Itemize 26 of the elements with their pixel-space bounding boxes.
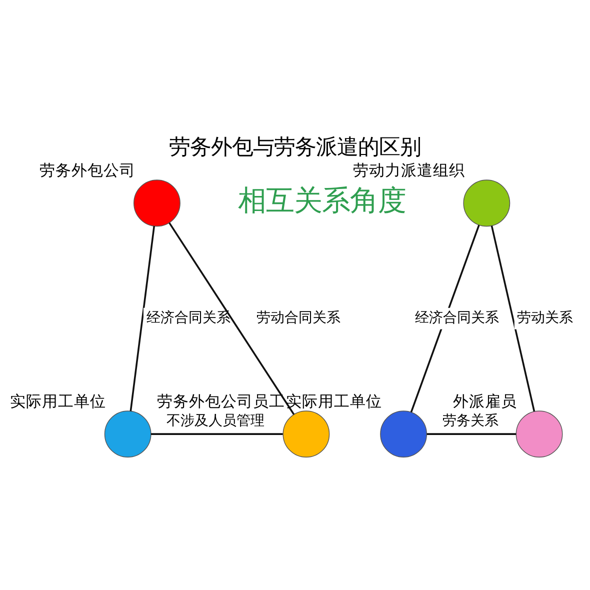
node-circle <box>516 410 563 458</box>
node-circle <box>463 179 510 226</box>
edge-label: 劳务关系 <box>442 412 498 428</box>
node-circle <box>134 179 180 226</box>
node-label: 实际用工单位 <box>10 390 106 410</box>
connector <box>150 432 283 434</box>
node-label: 劳务外包公司 <box>39 160 136 179</box>
node-label: 劳动力派遣组织 <box>353 160 466 179</box>
node-label: 实际用工单位 <box>286 390 382 410</box>
edge-label: 劳动关系 <box>517 310 574 326</box>
edge-label: 不涉及人员管理 <box>166 412 265 428</box>
edge-label: 经济合同关系 <box>146 310 230 326</box>
node-circle <box>380 410 427 458</box>
connector <box>410 224 480 412</box>
node-circle <box>104 410 152 458</box>
node-circle <box>282 410 330 458</box>
edge-label: 劳动合同关系 <box>256 310 340 326</box>
connector <box>168 222 295 414</box>
connector <box>490 225 536 412</box>
connector <box>130 225 156 411</box>
edge-label: 经济合同关系 <box>414 310 499 326</box>
connector <box>426 432 516 434</box>
label: 相互关系角度 <box>238 184 406 217</box>
node-label: 外派雇员 <box>452 390 517 410</box>
diagram-title: 劳务外包与劳务派遣的区别 <box>169 134 421 160</box>
node-label: 劳务外包公司员工 <box>156 390 285 410</box>
